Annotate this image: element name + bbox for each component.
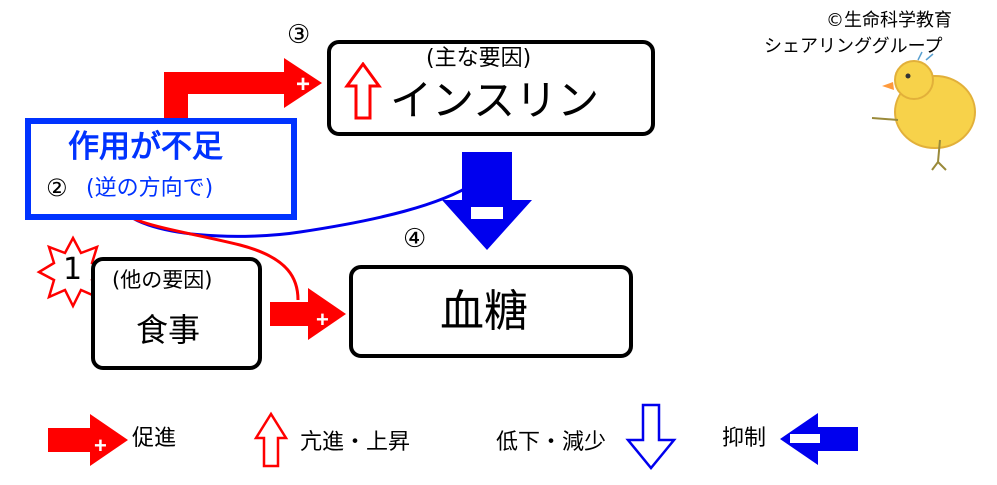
starburst-icon	[36, 235, 110, 309]
insulin-subtitle: (主な要因)	[426, 46, 532, 71]
legend-suppress-label: 抑制	[722, 426, 767, 451]
food-subtitle: (他の要因)	[112, 268, 213, 292]
legend-decrease-label: 低下・減少	[496, 430, 607, 455]
increase-arrow-icon	[344, 62, 382, 120]
legend-promote-arrow: +	[48, 414, 128, 466]
legend-promote-label: 促進	[132, 426, 177, 451]
blood-sugar-title: 血糖	[440, 286, 528, 337]
legend-increase-arrow	[253, 411, 289, 468]
legend-suppress-arrow	[780, 413, 858, 465]
legend-increase-label: 亢進・上昇	[300, 430, 411, 455]
food-title: 食事	[136, 311, 201, 349]
blood-sugar-box	[349, 265, 633, 358]
step-number-1: 1	[63, 252, 83, 287]
food-box	[91, 257, 262, 370]
legend-decrease-arrow	[625, 403, 677, 470]
suppress-arrow-to-blood-sugar	[442, 152, 532, 250]
step-number-2: ②	[46, 174, 68, 202]
deficiency-subtitle: (逆の方向で)	[86, 176, 214, 201]
credit-line-1: ©生命科学教育	[826, 10, 952, 31]
promote-arrow-to-blood-sugar: +	[270, 288, 346, 340]
insulin-box	[327, 40, 655, 136]
deficiency-title: 作用が不足	[68, 129, 223, 165]
promote-arrow-to-insulin: +	[164, 58, 322, 120]
plus-sign: +	[296, 71, 310, 98]
step-number-3: ③	[287, 20, 311, 50]
svg-text:+: +	[316, 307, 329, 332]
credit-line-2: シェアリンググループ	[764, 36, 943, 57]
step-number-4: ④	[403, 224, 427, 254]
insulin-title: インスリン	[390, 76, 600, 125]
svg-text:+: +	[94, 433, 107, 458]
deficiency-box	[25, 118, 297, 220]
chick-drawing-icon	[871, 51, 976, 171]
